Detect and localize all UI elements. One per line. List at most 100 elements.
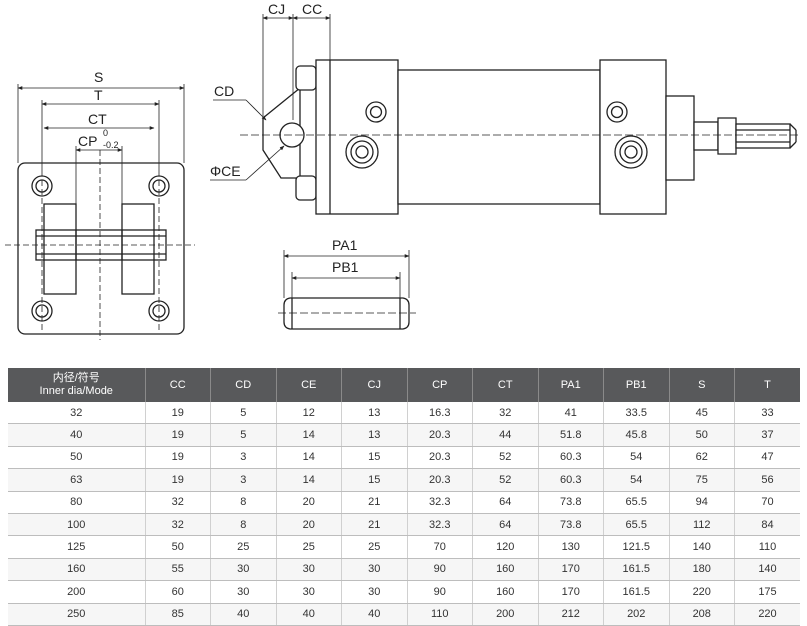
table-cell-inner-dia: 200 [8,580,146,604]
table-cell-inner-dia: 32 [8,402,146,425]
table-cell-s: 180 [669,558,735,582]
table-cell-pb1: 45.8 [603,423,670,447]
rod-thread-end [717,117,737,155]
dim-label-cp: CP [78,133,97,149]
table-cell-ce: 30 [276,558,342,582]
table-cell-inner-dia: 125 [8,535,146,559]
table-cell-ce: 14 [276,446,342,470]
table-cell-cp: 32.3 [407,513,473,537]
port-rear-small [365,101,387,123]
table-cell-cp: 70 [407,535,473,559]
table-cell-cj: 40 [341,603,408,626]
dim-label-cp-tol-lower: -0.2 [103,140,119,150]
dim-label-cp-tol-upper: 0 [103,128,108,138]
table-cell-ce: 25 [276,535,342,559]
table-header-ct: CT [472,368,539,402]
table-cell-cp: 20.3 [407,446,473,470]
piston-rod [693,121,719,151]
table-header-pa1: PA1 [538,368,604,402]
header-first-line-en: Inner dia/Mode [39,385,113,397]
table-cell-cj: 13 [341,423,408,447]
table-cell-cj: 13 [341,402,408,425]
pin-body [283,297,410,330]
table-cell-pa1: 41 [538,402,604,425]
table-cell-pb1: 161.5 [603,558,670,582]
table-cell-cj: 15 [341,446,408,470]
table-header-cj: CJ [341,368,408,402]
dim-label-pb1: PB1 [332,259,359,275]
table-cell-ct: 44 [472,423,539,447]
table-cell-cp: 16.3 [407,402,473,425]
table-cell-s: 208 [669,603,735,626]
table-cell-ct: 120 [472,535,539,559]
technical-drawing: S T CT CP 0 -0.2 [5,1,800,340]
table-cell-cd: 3 [210,468,277,492]
rod-gland [665,95,695,181]
table-cell-t: 37 [734,423,800,447]
table-cell-ce: 30 [276,580,342,604]
table-cell-t: 47 [734,446,800,470]
cylinder-side-view [210,14,800,215]
table-cell-pb1: 65.5 [603,513,670,537]
table-cell-pa1: 130 [538,535,604,559]
table-cell-cc: 19 [145,402,211,425]
table-cell-pa1: 60.3 [538,468,604,492]
table-cell-cd: 40 [210,603,277,626]
table-cell-cj: 30 [341,580,408,604]
table-cell-cc: 85 [145,603,211,626]
port-rear-main [345,135,379,169]
dim-label-ce: ΦCE [210,163,241,179]
bracket-end-view [5,84,195,340]
cylinder-barrel [397,69,601,205]
front-end-cap [599,59,667,215]
port-front-small [606,101,628,123]
table-cell-cj: 30 [341,558,408,582]
table-cell-pb1: 54 [603,446,670,470]
table-cell-cc: 32 [145,491,211,514]
dim-label-cd: CD [214,83,234,99]
table-cell-cp: 20.3 [407,468,473,492]
table-cell-t: 140 [734,558,800,582]
table-cell-cc: 19 [145,446,211,470]
table-cell-pb1: 202 [603,603,670,626]
table-cell-cp: 110 [407,603,473,626]
table-cell-inner-dia: 63 [8,468,146,492]
pin-detail-view [278,250,416,330]
table-cell-pa1: 212 [538,603,604,626]
table-cell-cc: 55 [145,558,211,582]
table-header-ce: CE [276,368,342,402]
table-cell-pb1: 33.5 [603,402,670,425]
table-cell-ce: 20 [276,491,342,514]
table-cell-ct: 64 [472,513,539,537]
table-cell-ce: 40 [276,603,342,626]
table-cell-pa1: 170 [538,558,604,582]
dim-label-ct: CT [88,111,107,127]
table-cell-inner-dia: 50 [8,446,146,470]
table-cell-ct: 52 [472,446,539,470]
table-cell-ce: 14 [276,468,342,492]
header-first-line-cn: 内径/符号 [52,372,100,384]
table-cell-cc: 19 [145,423,211,447]
table-cell-t: 175 [734,580,800,604]
table-header-cp: CP [407,368,473,402]
table-cell-inner-dia: 250 [8,603,146,626]
table-cell-s: 50 [669,423,735,447]
table-cell-cd: 30 [210,558,277,582]
table-header-s: S [669,368,735,402]
table-cell-t: 33 [734,402,800,425]
dim-label-t: T [94,87,103,103]
table-cell-t: 220 [734,603,800,626]
table-cell-t: 56 [734,468,800,492]
table-cell-pb1: 121.5 [603,535,670,559]
table-cell-cd: 5 [210,423,277,447]
table-cell-ce: 20 [276,513,342,537]
